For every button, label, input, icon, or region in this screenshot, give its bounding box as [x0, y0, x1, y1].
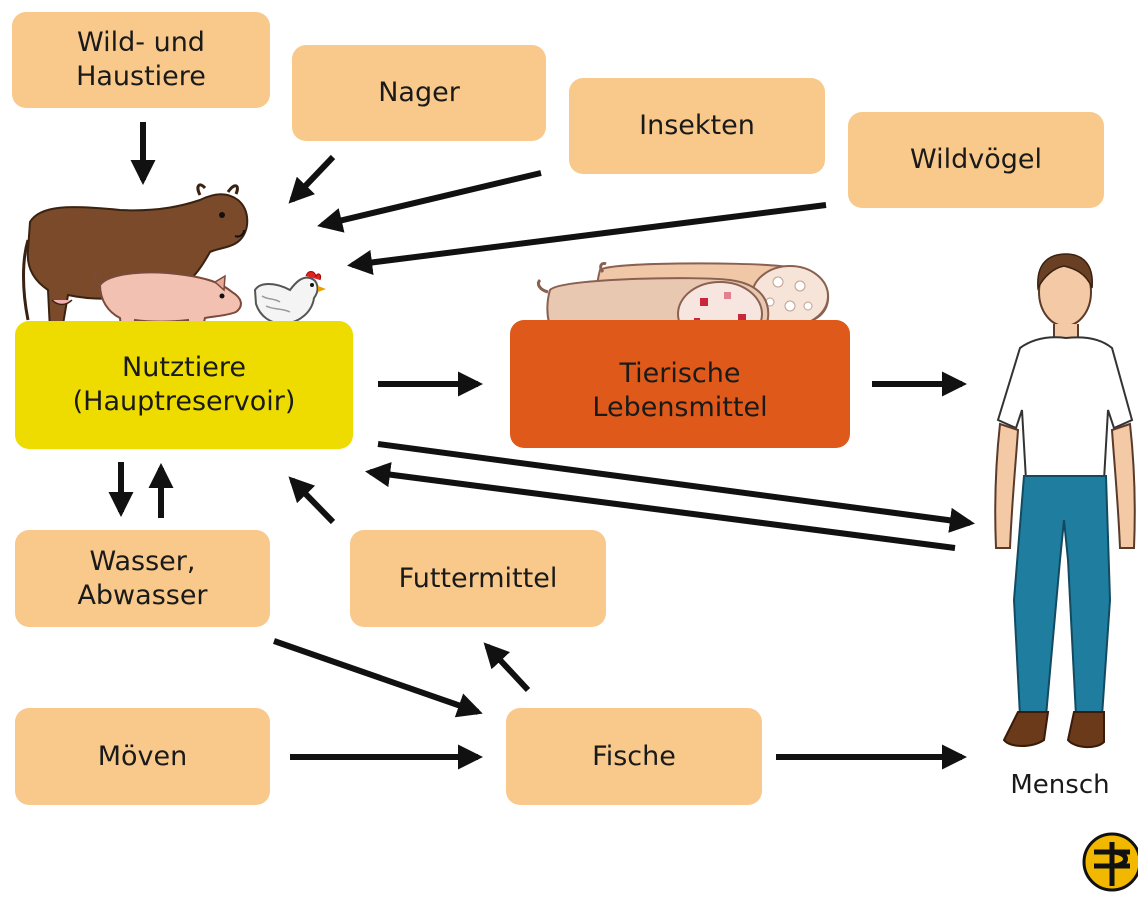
arrow-insekten-to-nutztiere — [317, 170, 542, 233]
person-icon — [994, 253, 1136, 748]
node-nutztiere: Nutztiere (Hauptreservoir) — [15, 321, 353, 449]
node-fische: Fische — [506, 708, 762, 805]
arrow-nager-to-nutztiere — [288, 154, 336, 204]
label-mensch: Mensch — [1010, 770, 1110, 800]
arrow-nutztiere-to-mensch — [377, 441, 975, 533]
node-wildvoegel: Wildvögel — [848, 112, 1104, 208]
node-wasser-abwasser: Wasser, Abwasser — [15, 530, 270, 627]
node-futtermittel: Futtermittel — [350, 530, 606, 627]
publisher-logo-icon — [1082, 832, 1138, 892]
arrow-mensch-to-nutztiere — [365, 462, 956, 551]
node-insekten: Insekten — [569, 78, 825, 174]
node-wild-haustiere: Wild- und Haustiere — [12, 12, 270, 108]
node-tierische-lebensmittel: Tierische Lebensmittel — [510, 320, 850, 448]
cow-icon — [22, 183, 249, 331]
node-nager: Nager — [292, 45, 546, 141]
node-moeven: Möven — [15, 708, 270, 805]
arrow-fische-to-futtermittel — [483, 642, 531, 693]
arrow-wasser-to-fische — [273, 638, 483, 718]
arrow-wildvoegel-to-nutztiere — [346, 202, 827, 275]
arrow-futtermittel-to-nutztiere — [288, 476, 336, 525]
